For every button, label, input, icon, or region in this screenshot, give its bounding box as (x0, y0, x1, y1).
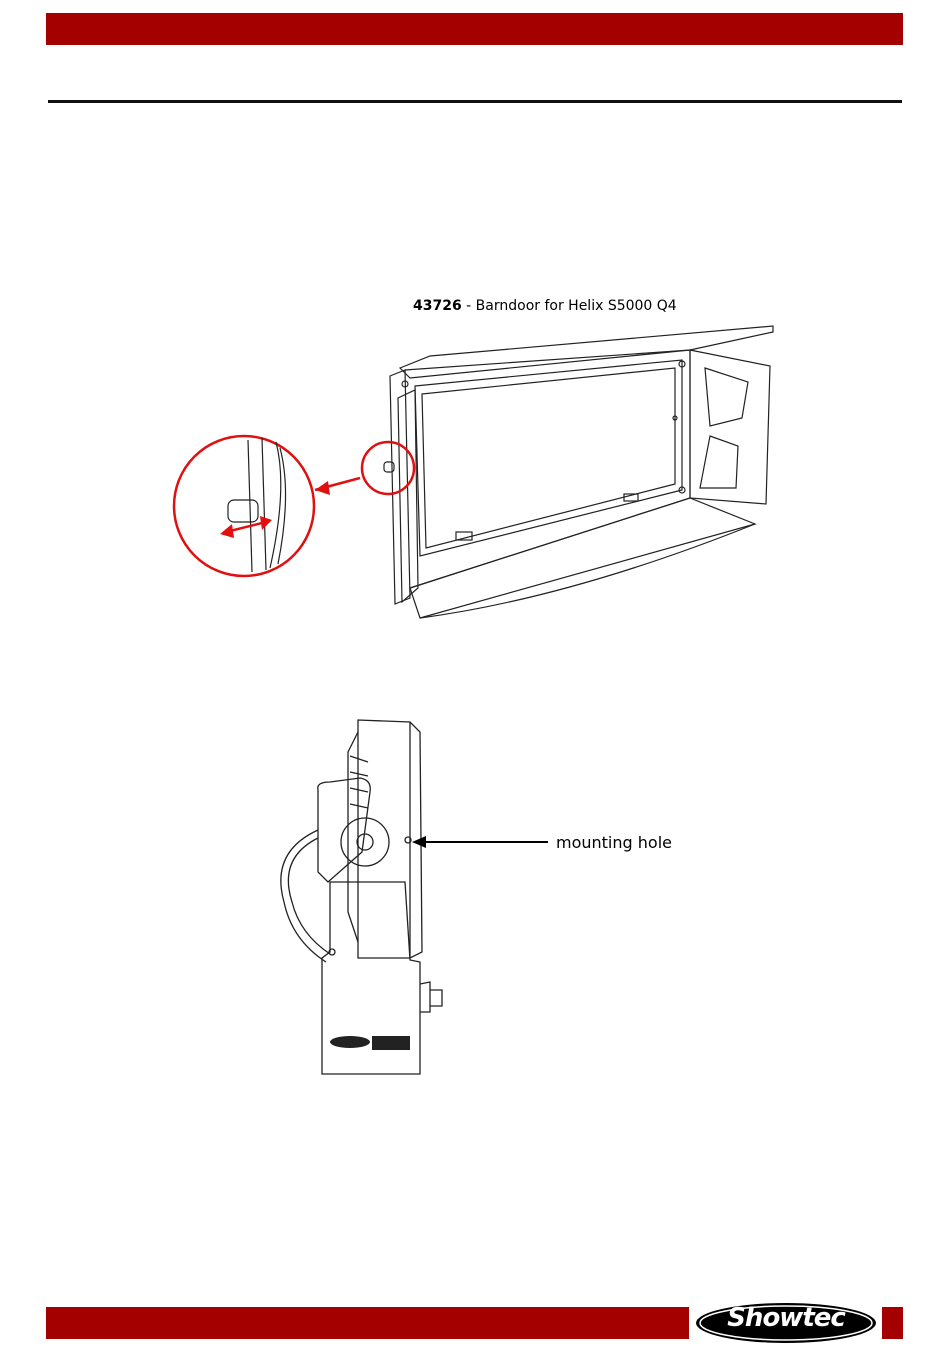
logo-text: Showtec (692, 1303, 880, 1333)
mounting-hole-arrow (410, 834, 550, 850)
showtec-logo: Showtec (692, 1300, 880, 1346)
figure-caption: 43726 - Barndoor for Helix S5000 Q4 (413, 298, 677, 314)
header-bar (46, 13, 903, 45)
footer-bar (46, 1307, 689, 1339)
product-code: 43726 (413, 298, 462, 314)
barndoor-illustration (170, 318, 780, 638)
footer-bar-end (882, 1307, 903, 1339)
product-description: - Barndoor for Helix S5000 Q4 (462, 298, 677, 314)
header-rule (48, 100, 902, 103)
fixture-side-view-illustration (270, 712, 480, 1082)
mounting-hole-label: mounting hole (556, 833, 672, 852)
